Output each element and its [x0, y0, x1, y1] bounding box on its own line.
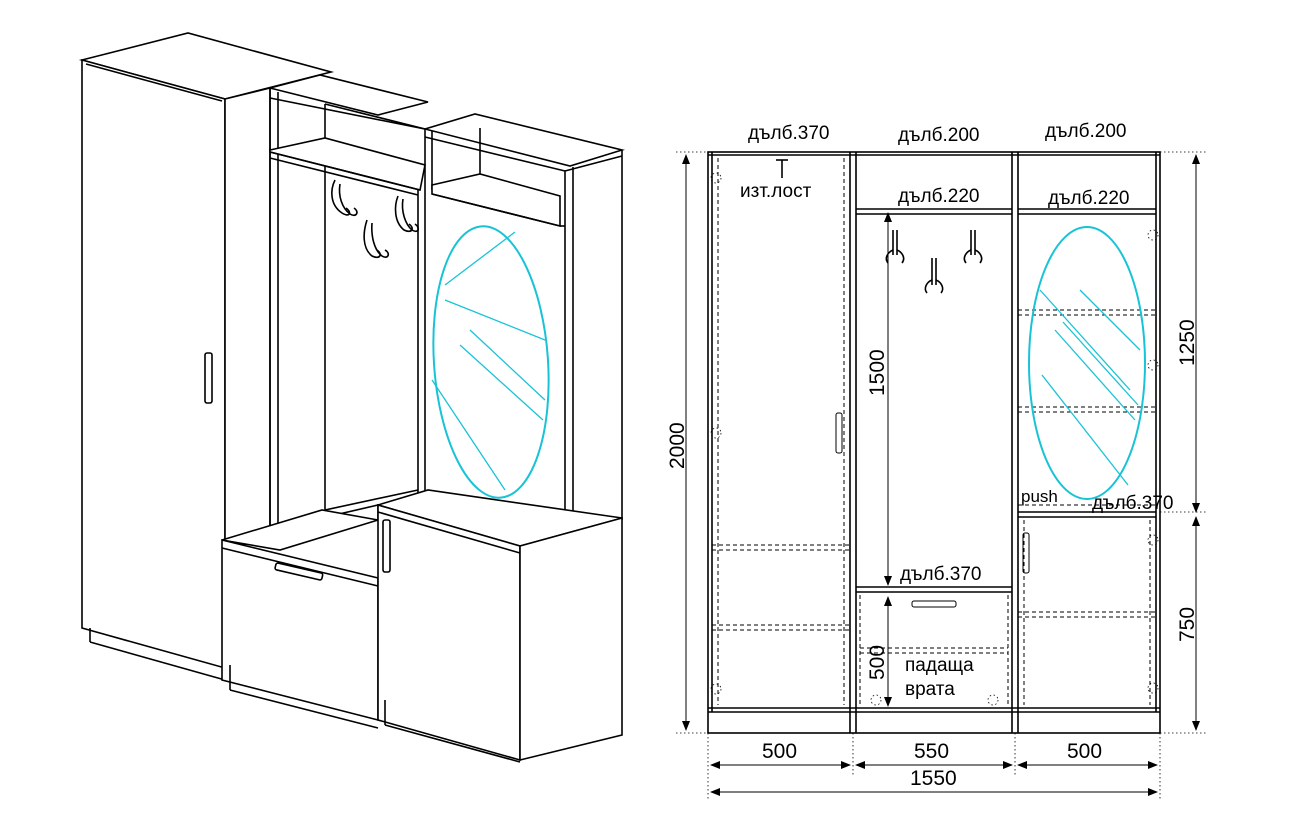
dim-drawer-height: 500 [866, 645, 889, 680]
iso-right-section [375, 113, 626, 763]
iso-left-wardrobe [78, 32, 335, 681]
dim-total-height: 2000 [666, 422, 689, 469]
dim-mid-height: 1500 [866, 349, 889, 396]
dim-lower-right-height: 750 [1176, 607, 1199, 642]
front-outer-frame [707, 151, 1161, 734]
iso-hook [331, 179, 358, 217]
label-flap-line1: падаща [905, 655, 974, 676]
iso-hook [394, 195, 420, 233]
front-middle-section [856, 208, 1012, 706]
iso-mirror [431, 225, 550, 499]
label-flap-line2: врата [905, 679, 955, 700]
dim-total-width: 1550 [910, 767, 957, 790]
front-right-section [1018, 208, 1159, 705]
label-depth-mid-shelf: дълб.220 [898, 186, 980, 207]
front-left-handle [835, 412, 843, 454]
front-right-door-handle [1022, 532, 1030, 574]
label-push: push [1021, 487, 1058, 506]
label-depth-right-top: дълб.200 [1045, 121, 1127, 142]
iso-left-handle [204, 352, 213, 404]
dim-upper-right-height: 1250 [1176, 319, 1199, 366]
front-hook [885, 230, 905, 264]
front-drop-door-handle [911, 600, 957, 608]
label-rod: изт.лост [740, 181, 812, 202]
front-mirror [1028, 226, 1146, 500]
iso-right-door-handle [382, 519, 391, 573]
front-hook [963, 230, 983, 264]
dim-width-right: 500 [1067, 740, 1102, 763]
front-view: дълб.370 дълб.200 дълб.200 дълб.220 дълб… [666, 121, 1208, 800]
dim-width-mid: 550 [914, 740, 949, 763]
label-depth-left: дълб.370 [748, 123, 830, 144]
label-depth-right-shelf: дълб.220 [1048, 188, 1130, 209]
iso-middle-section [221, 74, 429, 729]
label-depth-mid-base: дълб.370 [900, 564, 982, 585]
iso-drop-door-handle [274, 562, 324, 581]
front-hook [924, 258, 944, 294]
isometric-view [78, 32, 626, 763]
dim-width-left: 500 [762, 740, 797, 763]
dimension-lines [676, 151, 1208, 800]
label-depth-mid-top: дълб.200 [898, 125, 980, 146]
iso-hook [363, 219, 390, 259]
label-depth-right-base: дълб.370 [1092, 493, 1174, 514]
front-left-door [710, 158, 850, 705]
